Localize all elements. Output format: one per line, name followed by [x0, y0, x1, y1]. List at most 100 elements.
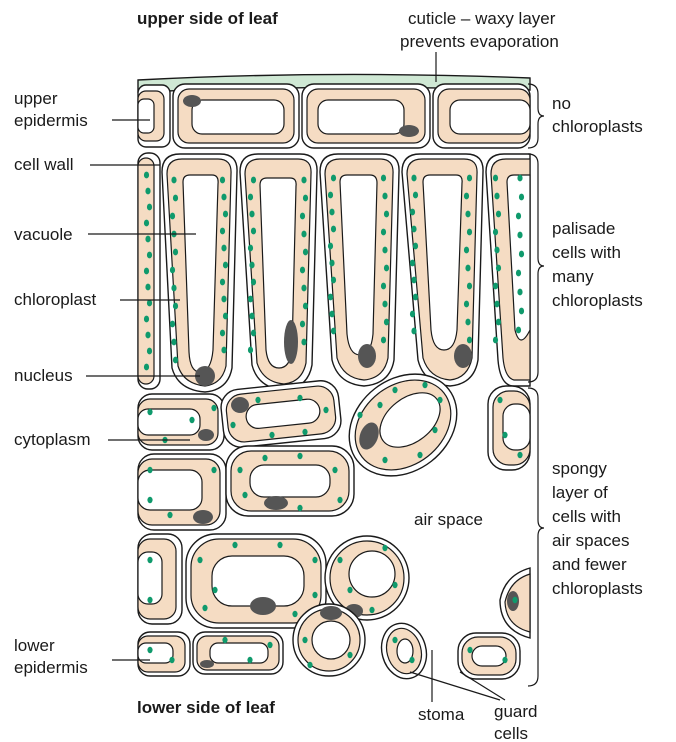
chloroplast-dot: [197, 557, 202, 563]
chloroplast-dot: [357, 412, 362, 418]
chloroplast-dot: [173, 357, 178, 364]
chloroplast-dot: [173, 303, 178, 310]
chloroplast-dot: [147, 467, 152, 473]
chloroplast-dot: [519, 308, 524, 315]
chloroplast-dot: [467, 337, 472, 344]
chloroplast-dot: [221, 245, 226, 252]
chloroplast-dot: [147, 647, 152, 653]
label-no-chloroplasts-1: no: [552, 94, 571, 113]
chloroplast-dot: [248, 347, 253, 354]
chloroplast-dot: [242, 492, 247, 498]
chloroplast-dot: [496, 211, 501, 218]
chloroplast-dot: [171, 339, 176, 346]
chloroplast-dot: [167, 512, 172, 518]
label-stoma: stoma: [418, 705, 465, 724]
chloroplast-dot: [302, 429, 307, 435]
chloroplast-dot: [496, 319, 501, 326]
chloroplast-dot: [267, 642, 272, 648]
chloroplast-dot: [517, 175, 522, 182]
chloroplast-dot: [331, 328, 336, 335]
chloroplast-dot: [464, 193, 469, 200]
label-palisade-3: many: [552, 267, 594, 286]
chloroplast-dot: [519, 194, 524, 201]
chloroplast-dot: [221, 347, 226, 354]
chloroplast-dot: [382, 193, 387, 200]
chloroplast-dot: [382, 457, 387, 463]
chloroplast-dot: [147, 348, 152, 355]
chloroplast-dot: [331, 226, 336, 233]
chloroplast-dot: [494, 247, 499, 254]
chloroplast-dot: [493, 283, 498, 290]
chloroplast-dot: [230, 422, 235, 428]
chloroplast-dot: [248, 194, 253, 201]
label-lower-epidermis-2: epidermis: [14, 658, 88, 677]
chloroplast-dot: [145, 332, 150, 339]
chloroplast-dot: [382, 247, 387, 254]
chloroplast-dot: [147, 204, 152, 211]
chloroplast-dot: [223, 211, 228, 218]
chloroplast-dot: [170, 213, 175, 220]
lower-side-heading: lower side of leaf: [137, 698, 275, 717]
chloroplast-dot: [277, 542, 282, 548]
chloroplast-dot: [220, 279, 225, 286]
chloroplast-dot: [337, 557, 342, 563]
chloroplast-dot: [382, 545, 387, 551]
chloroplast-dot: [145, 284, 150, 291]
chloroplast-dot: [410, 209, 415, 216]
upper-epidermis-layer: [138, 84, 530, 148]
chloroplast-dot: [323, 407, 328, 413]
chloroplast-dot: [329, 311, 334, 318]
chloroplast-dot: [249, 211, 254, 218]
chloroplast-dot: [173, 195, 178, 202]
label-lower-epidermis-1: lower: [14, 636, 55, 655]
label-nucleus: nucleus: [14, 366, 73, 385]
chloroplast-dot: [307, 662, 312, 668]
chloroplast-dot: [331, 175, 336, 182]
chloroplast-dot: [331, 277, 336, 284]
chloroplast-dot: [171, 285, 176, 292]
label-spongy-2: layer of: [552, 483, 608, 502]
chloroplast-dot: [297, 453, 302, 459]
label-spongy-6: chloroplasts: [552, 579, 643, 598]
chloroplast-dot: [237, 467, 242, 473]
chloroplast-dot: [303, 249, 308, 256]
chloroplast-dot: [467, 647, 472, 653]
chloroplast-dot: [147, 300, 152, 307]
chloroplast-dot: [221, 194, 226, 201]
chloroplast-dot: [144, 268, 149, 275]
chloroplast-dot: [516, 327, 521, 334]
chloroplast-dot: [220, 330, 225, 337]
label-palisade-4: chloroplasts: [552, 291, 643, 310]
chloroplast-dot: [292, 611, 297, 617]
chloroplast-dot: [251, 228, 256, 235]
chloroplast-dot: [502, 657, 507, 663]
chloroplast-dot: [496, 265, 501, 272]
label-spongy-4: air spaces: [552, 531, 629, 550]
chloroplast-dot: [169, 657, 174, 663]
chloroplast-dot: [300, 213, 305, 220]
chloroplast-dot: [411, 277, 416, 284]
chloroplast-dot: [147, 252, 152, 259]
chloroplast-dot: [494, 301, 499, 308]
chloroplast-dot: [417, 452, 422, 458]
chloroplast-dot: [212, 587, 217, 593]
chloroplast-dot: [432, 427, 437, 433]
chloroplast-dot: [303, 303, 308, 310]
chloroplast-dot: [464, 301, 469, 308]
label-no-chloroplasts-2: chloroplasts: [552, 117, 643, 136]
chloroplast-dot: [411, 175, 416, 182]
chloroplast-dot: [494, 193, 499, 200]
chloroplast-dot: [464, 247, 469, 254]
palisade-layer: [138, 153, 530, 392]
chloroplast-dot: [413, 294, 418, 301]
chloroplast-dot: [262, 455, 267, 461]
chloroplast-dot: [512, 597, 517, 603]
chloroplast-dot: [392, 387, 397, 393]
label-chloroplast: chloroplast: [14, 290, 96, 309]
chloroplast-dot: [255, 397, 260, 403]
chloroplast-dot: [297, 505, 302, 511]
chloroplast-dot: [222, 637, 227, 643]
chloroplast-dot: [337, 497, 342, 503]
chloroplast-dot: [249, 313, 254, 320]
